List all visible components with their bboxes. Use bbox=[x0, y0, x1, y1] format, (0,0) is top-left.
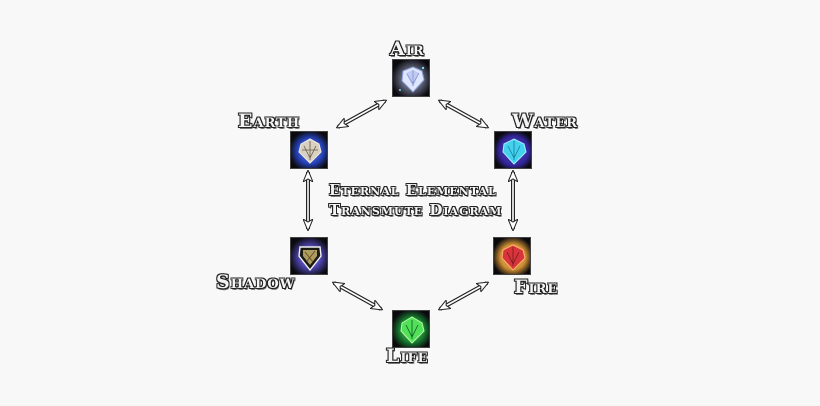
label-life: Life bbox=[386, 345, 429, 367]
label-earth: Earth bbox=[238, 110, 301, 132]
shadow-essence-icon[interactable] bbox=[290, 237, 328, 275]
fire-essence-icon[interactable] bbox=[493, 237, 531, 275]
life-essence-icon[interactable] bbox=[392, 310, 430, 348]
label-shadow: Shadow bbox=[216, 271, 296, 293]
earth-essence-icon[interactable] bbox=[290, 131, 328, 169]
arrow-life-fire bbox=[440, 281, 487, 311]
arrow-shadow-life bbox=[334, 281, 381, 311]
title-line-2: Transmute Diagram bbox=[329, 201, 503, 219]
diagram-title: Eternal Elemental Transmute Diagram bbox=[329, 180, 503, 220]
arrow-air-water bbox=[440, 99, 487, 129]
label-water: Water bbox=[512, 110, 579, 132]
water-essence-icon[interactable] bbox=[494, 131, 532, 169]
label-fire: Fire bbox=[514, 276, 559, 298]
air-essence-icon[interactable] bbox=[392, 59, 430, 97]
title-line-1: Eternal Elemental bbox=[329, 181, 497, 199]
arrow-earth-air bbox=[338, 99, 385, 129]
label-air: Air bbox=[390, 38, 425, 60]
